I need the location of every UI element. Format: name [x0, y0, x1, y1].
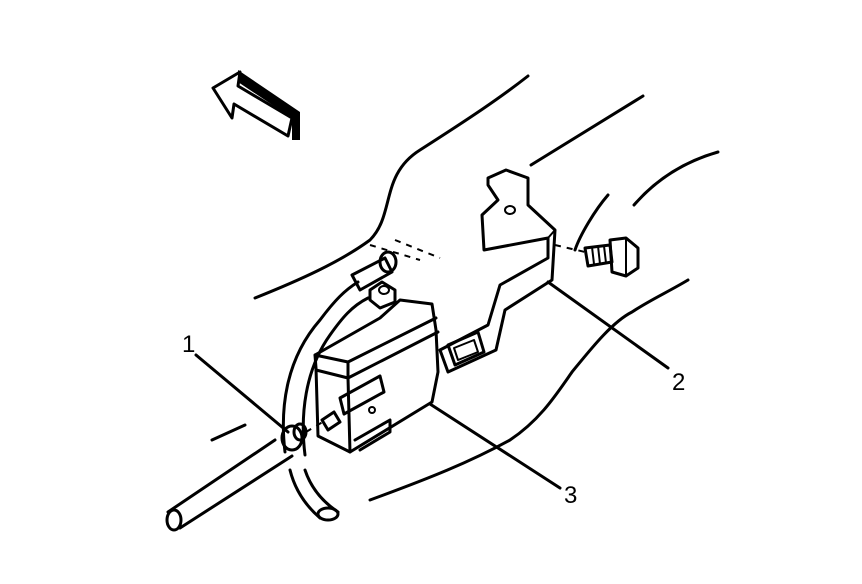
- bolt: [583, 236, 640, 278]
- solenoid-valve: [313, 298, 440, 454]
- callout-3: 3: [564, 482, 577, 509]
- forward-arrow-icon: [211, 70, 300, 140]
- hose-clamp: [280, 419, 327, 452]
- vacuum-hose: [165, 239, 441, 532]
- body-contour: [210, 74, 720, 502]
- hose-fitting: [350, 250, 398, 310]
- callout-2: 2: [672, 369, 685, 396]
- mounting-bracket: [438, 168, 586, 374]
- leader-lines: [194, 280, 670, 490]
- callout-1: 1: [182, 331, 195, 358]
